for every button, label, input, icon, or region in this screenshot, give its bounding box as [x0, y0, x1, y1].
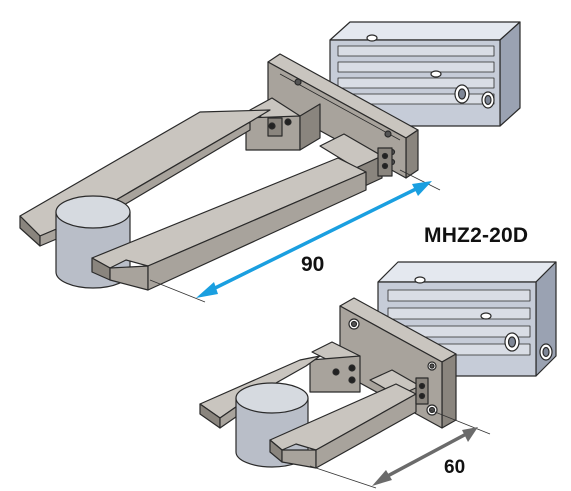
bottom-dimension-arrow-line — [379, 430, 471, 482]
bottom-dimension — [309, 409, 491, 489]
bottom-dimension-arrowhead-right — [462, 427, 478, 442]
bottom-dimension-label: 60 — [444, 457, 466, 478]
top-dimension-arrowhead-right — [412, 181, 432, 196]
top-dimension — [149, 169, 441, 303]
bottom-dimension-extension-right — [429, 409, 491, 435]
model-label: MHZ2-20D — [424, 224, 529, 247]
bottom-dimension-arrowhead-left — [372, 470, 392, 486]
top-front-plate — [267, 53, 419, 179]
bottom-front-finger — [269, 369, 429, 469]
top-front-finger — [91, 133, 393, 291]
top-dimension-arrow-line — [204, 184, 423, 295]
top-dimension-extension-left — [149, 279, 206, 303]
top-dimension-extension-right — [399, 169, 441, 191]
bottom-dimension-extension-left — [309, 465, 377, 489]
top-dimension-label: 90 — [301, 253, 325, 276]
bottom-gripper-assembly — [199, 261, 557, 469]
top-dimension-arrowhead-left — [196, 282, 218, 298]
top-gripper-assembly — [19, 21, 521, 291]
